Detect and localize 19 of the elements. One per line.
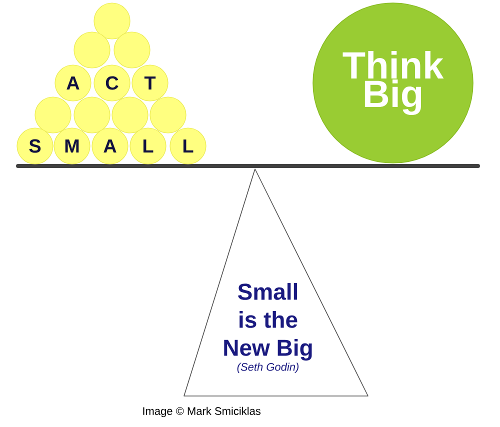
letter-ball: S (16, 128, 54, 164)
letter-ball: L (130, 128, 166, 164)
letter-ball: A (92, 128, 128, 164)
fulcrum-triangle (184, 168, 368, 396)
quote-author: (Seth Godin) (237, 362, 299, 373)
letter-ball: A (54, 64, 92, 102)
ball (34, 96, 72, 134)
letter-ball: M (54, 128, 90, 164)
slogan-text: Small is the New Big (224, 283, 312, 361)
ball (74, 32, 110, 68)
ball (94, 2, 130, 40)
letter-ball: L (170, 128, 206, 164)
image-credit: Image © Mark Smiciklas (143, 406, 261, 418)
ball (150, 96, 186, 134)
ball (112, 96, 148, 134)
ball (114, 32, 150, 68)
letter-ball: T (132, 64, 168, 102)
letter-ball: C (94, 64, 130, 102)
ball (74, 96, 110, 134)
